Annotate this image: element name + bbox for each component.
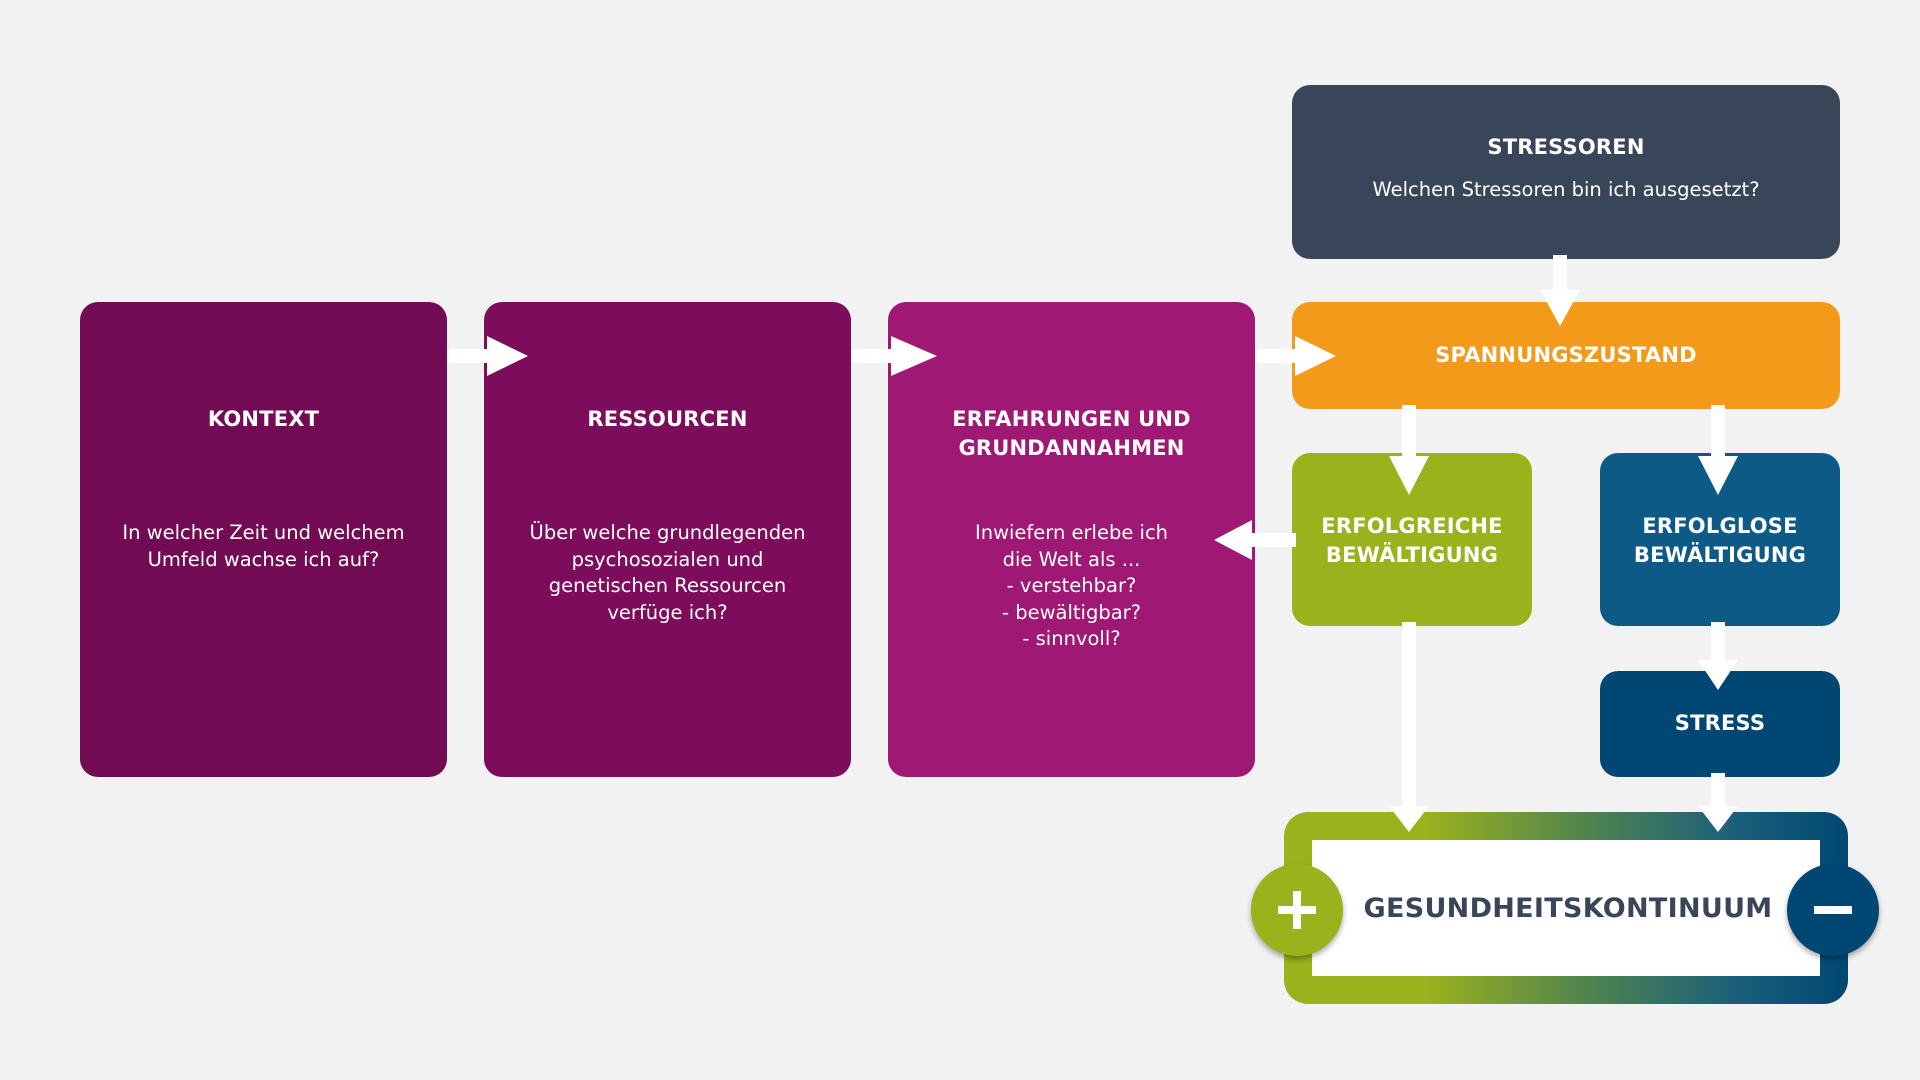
stress-title: STRESS xyxy=(1674,711,1766,735)
arrow-stressoren-spannungszustand xyxy=(1540,255,1580,326)
ressourcen-box: RESSOURCEN Über welche grundlegenden psy… xyxy=(484,302,851,777)
arrow-erfolgreiche-erfahrungen xyxy=(1214,520,1296,560)
stress-box: STRESS xyxy=(1600,671,1840,777)
stressoren-title: STRESSOREN xyxy=(1487,135,1645,159)
spannungszustand-box: SPANNUNGSZUSTAND xyxy=(1292,302,1840,409)
erfolglose-bewaeltigung-title: ERFOLGLOSE BEWÄLTIGUNG xyxy=(1633,514,1807,567)
erfahrungen-text: Inwiefern erlebe ich die Welt als ... - … xyxy=(974,521,1169,650)
stressoren-text: Welchen Stressoren bin ich ausgesetzt? xyxy=(1372,178,1760,201)
erfahrungen-title: ERFAHRUNGEN UND GRUNDANNAHMEN xyxy=(952,407,1191,460)
spannungszustand-title: SPANNUNGSZUSTAND xyxy=(1435,343,1697,367)
arrow-ressourcen-erfahrungen xyxy=(851,336,937,376)
gesundheitskontinuum-frame: GESUNDHEITSKONTINUUM xyxy=(1284,812,1848,1004)
erfolgreiche-bewaeltigung-title: ERFOLGREICHE BEWÄLTIGUNG xyxy=(1321,514,1503,567)
arrow-erfolglose-stress xyxy=(1698,622,1738,690)
arrow-spannungszustand-erfolgreiche xyxy=(1389,405,1429,495)
arrow-kontext-ressourcen xyxy=(447,336,528,376)
kontext-title: KONTEXT xyxy=(207,407,320,431)
gesundheitskontinuum-label: GESUNDHEITSKONTINUUM xyxy=(1363,892,1773,924)
plus-icon xyxy=(1251,864,1343,956)
ressourcen-title: RESSOURCEN xyxy=(587,407,748,431)
minus-icon xyxy=(1787,864,1879,956)
stressoren-box: STRESSOREN Welchen Stressoren bin ich au… xyxy=(1292,85,1840,259)
kontext-text: In welcher Zeit und welchem Umfeld wachs… xyxy=(122,521,405,571)
kontext-box: KONTEXT In welcher Zeit und welchem Umfe… xyxy=(80,302,447,777)
ressourcen-text: Über welche grundlegenden psychosozialen… xyxy=(529,521,806,624)
erfahrungen-box: ERFAHRUNGEN UND GRUNDANNAHMEN Inwiefern … xyxy=(888,302,1255,777)
arrow-erfahrungen-spannungszustand xyxy=(1255,336,1336,376)
arrow-erfolgreiche-kontinuum xyxy=(1389,622,1429,832)
gesundheitskontinuum-inner: GESUNDHEITSKONTINUUM xyxy=(1312,840,1820,976)
arrow-stress-kontinuum xyxy=(1698,773,1738,832)
arrow-spannungszustand-erfolglose xyxy=(1698,405,1738,495)
